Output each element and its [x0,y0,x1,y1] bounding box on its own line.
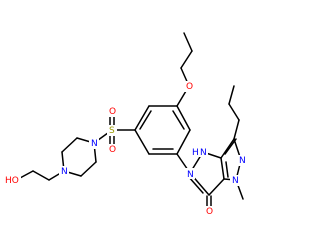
bond-propyl-2 [228,103,240,121]
bond-propyl-1 [233,119,240,140]
atom-hydroxyl-background [4,174,21,185]
bond-piperazine-2 [61,137,78,153]
bond-benzene-6 [134,129,150,155]
bond-pyrazole-1 [220,138,235,159]
atom-carbonyl-oxygen-background [204,206,214,217]
bonds-layer [19,32,244,209]
atom-propoxy-oxygen-label: O [186,82,193,92]
bond-o-ch2 [19,170,34,179]
bond-piperazine-5 [80,161,97,177]
atom-sulfonyl-oxygen-bottom-background [107,144,117,155]
bond-propoxy-ch2-ch3 [183,32,193,52]
atom-sulfonyl-oxygen-top-label: O [109,107,116,117]
atom-sulfonyl-oxygen-top-background [107,106,117,117]
atom-pyrazole-nitrogen-2-background [230,175,240,186]
bond-pyrimidine-3 [220,157,225,180]
atom-propoxy-oxygen-background [184,81,194,92]
bond-pyrimidine-3b [225,161,229,178]
atoms-layer: HO N N S O O O N H N N N O [4,81,247,217]
bond-propyl-3 [228,85,235,105]
bond-benzene-4 [176,129,191,155]
atom-carbonyl-oxygen-label: O [206,207,213,217]
chemical-structure-diagram: HO N N S O O O N H N N N O [4,32,247,217]
bond-benzene-1b [139,110,152,130]
atom-piperazine-n2-label: N [91,139,98,149]
atom-pyrimidine-nitrogen-background [185,168,195,179]
bond-benzene-3 [176,105,191,131]
atom-pyrazole-nitrogen-1-label: N [239,156,246,166]
atom-pyrazole-nitrogen-1-background [237,155,247,166]
bond-benzene-3b [172,110,185,130]
atom-sulfonyl-oxygen-bottom-label: O [109,145,116,155]
atom-nh-hydrogen-label: H [192,148,199,158]
bond-benzene-1 [134,105,150,131]
atom-piperazine-n1-label: N [61,167,68,177]
atom-nh-nitrogen-label: N [200,148,207,158]
atom-pyrazole-nitrogen-2-label: N [232,176,239,186]
bond-ch2-ch2 [32,170,50,181]
atom-piperazine-n1-background [59,166,69,177]
bond-pyrimidine-4 [208,178,225,196]
atom-sulfur-label: S [109,126,115,136]
bond-propoxy-ch2-ch2 [180,50,193,69]
atom-pyrimidine-nitrogen-label: N [187,170,194,180]
atom-nh-hydrogen-background [191,146,199,157]
atom-sulfur-background [107,125,117,136]
atom-hydroxyl-label: HO [5,176,19,186]
atom-nh-background [198,146,208,157]
atom-piperazine-n2-background [89,138,99,149]
